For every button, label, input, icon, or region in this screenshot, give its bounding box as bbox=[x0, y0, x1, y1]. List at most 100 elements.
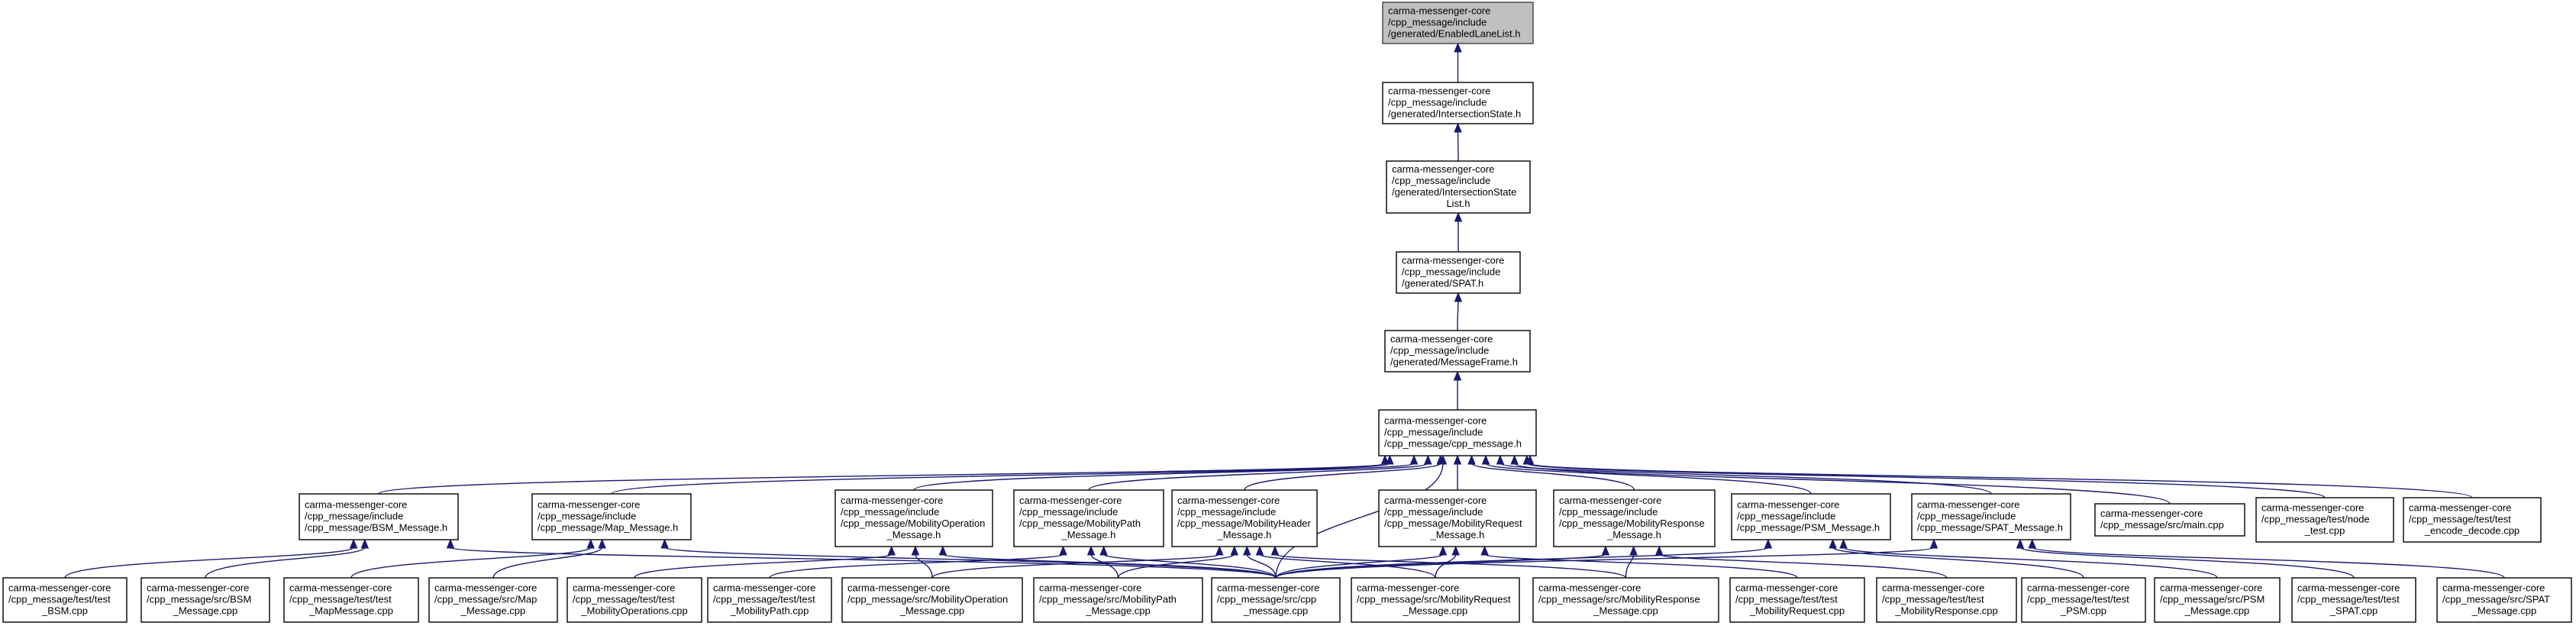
node-label-line: /generated/EnabledLaneList.h bbox=[1388, 28, 1520, 40]
node-cpp-message-h-box[interactable] bbox=[1378, 409, 1537, 456]
node-test-mapmessage-cpp-box[interactable] bbox=[283, 577, 419, 623]
node-label-line: carma-messenger-core bbox=[573, 582, 675, 594]
node-test-mobilityresponse-cpp[interactable]: carma-messenger-core/cpp_message/test/te… bbox=[1876, 577, 2017, 623]
node-src-spat-message-cpp[interactable]: carma-messenger-core/cpp_message/src/SPA… bbox=[2436, 577, 2572, 623]
node-label-line: _Message.cpp bbox=[1593, 605, 1658, 617]
edge-arrowhead bbox=[1481, 454, 1490, 465]
edge-line bbox=[1529, 463, 2473, 498]
node-test-mobilitypath-cpp[interactable]: carma-messenger-core/cpp_message/test/te… bbox=[707, 577, 832, 623]
edge-n_src_bsm-to-n_bsm_h bbox=[205, 538, 370, 579]
node-enabledlanelist-h[interactable]: carma-messenger-core/cpp_message/include… bbox=[1382, 2, 1534, 44]
node-src-cpp-message-cpp[interactable]: carma-messenger-core/cpp_message/src/cpp… bbox=[1211, 577, 1341, 623]
node-spat-message-h[interactable]: carma-messenger-core/cpp_message/include… bbox=[1911, 493, 2071, 540]
node-messageframe-h-box[interactable] bbox=[1384, 330, 1531, 373]
edge-arrowhead bbox=[1438, 545, 1448, 556]
node-spat-h[interactable]: carma-messenger-core/cpp_message/include… bbox=[1396, 251, 1521, 294]
node-src-bsm-message-cpp[interactable]: carma-messenger-core/cpp_message/src/BSM… bbox=[140, 577, 270, 623]
edges-layer bbox=[64, 42, 2505, 579]
node-mobilityheader-message-h-box[interactable] bbox=[1171, 489, 1318, 547]
node-test-mobilityrequest-cpp[interactable]: carma-messenger-core/cpp_message/test/te… bbox=[1729, 577, 1865, 623]
node-test-spat-cpp[interactable]: carma-messenger-core/cpp_message/test/te… bbox=[2291, 577, 2416, 623]
node-src-mobilitypath-message-cpp-box[interactable] bbox=[1033, 577, 1203, 623]
node-test-mobilitypath-cpp-box[interactable] bbox=[707, 577, 832, 623]
node-mobilityoperation-message-h-box[interactable] bbox=[834, 489, 993, 547]
node-intersectionstate-h-box[interactable] bbox=[1382, 82, 1534, 124]
node-test-mobilityoperations-cpp-box[interactable] bbox=[567, 577, 702, 623]
node-psm-message-h-box[interactable] bbox=[1731, 493, 1891, 540]
edge-line bbox=[1513, 463, 2171, 505]
node-label-line: carma-messenger-core bbox=[1357, 582, 1459, 594]
node-intersectionstatelist-h-box[interactable] bbox=[1386, 160, 1531, 214]
node-test-bsm-cpp-box[interactable] bbox=[2, 577, 128, 623]
node-mobilityrequest-message-h[interactable]: carma-messenger-core/cpp_message/include… bbox=[1378, 489, 1537, 547]
node-src-psm-message-cpp-box[interactable] bbox=[2154, 577, 2281, 623]
node-map-message-h-box[interactable] bbox=[531, 493, 692, 540]
node-node-test-cpp[interactable]: carma-messenger-core/cpp_message/test/no… bbox=[2255, 497, 2394, 543]
edge-line bbox=[1275, 547, 1769, 579]
edge-arrowhead bbox=[446, 538, 455, 549]
node-map-message-h[interactable]: carma-messenger-core/cpp_message/include… bbox=[531, 493, 692, 540]
node-test-psm-cpp[interactable]: carma-messenger-core/cpp_message/test/te… bbox=[2021, 577, 2146, 623]
node-spat-h-box[interactable] bbox=[1396, 251, 1521, 294]
node-src-mobilityrequest-message-cpp[interactable]: carma-messenger-core/cpp_message/src/Mob… bbox=[1351, 577, 1520, 623]
node-test-bsm-cpp[interactable]: carma-messenger-core/cpp_message/test/te… bbox=[2, 577, 128, 623]
node-label-line: /cpp_message/test/node bbox=[2261, 514, 2370, 525]
node-mobilitypath-message-h[interactable]: carma-messenger-core/cpp_message/include… bbox=[1013, 489, 1164, 547]
node-bsm-message-h-box[interactable] bbox=[299, 493, 459, 540]
node-label-line: /cpp_message/src/MobilityOperation bbox=[847, 594, 1008, 605]
node-mobilitypath-message-h-box[interactable] bbox=[1013, 489, 1164, 547]
node-src-mobilityresponse-message-cpp-box[interactable] bbox=[1532, 577, 1719, 623]
node-node-test-cpp-box[interactable] bbox=[2255, 497, 2394, 543]
node-test-encode-decode-cpp[interactable]: carma-messenger-core/cpp_message/test/te… bbox=[2403, 497, 2542, 543]
node-enabledlanelist-h-box[interactable] bbox=[1382, 2, 1534, 44]
node-label-line: /cpp_message/include bbox=[1019, 506, 1118, 518]
node-test-psm-cpp-box[interactable] bbox=[2021, 577, 2146, 623]
edge-n_src_cpp-to-n_spatmsg_h bbox=[1275, 538, 1938, 579]
node-src-spat-message-cpp-box[interactable] bbox=[2436, 577, 2572, 623]
node-mobilityheader-message-h[interactable]: carma-messenger-core/cpp_message/include… bbox=[1171, 489, 1318, 547]
node-test-spat-cpp-box[interactable] bbox=[2291, 577, 2416, 623]
node-cpp-message-h[interactable]: carma-messenger-core/cpp_message/include… bbox=[1378, 409, 1537, 456]
node-mobilityresponse-message-h-box[interactable] bbox=[1553, 489, 1716, 547]
edge-n_src_psm-to-n_psm_h bbox=[1839, 538, 2218, 579]
node-test-mobilityresponse-cpp-box[interactable] bbox=[1876, 577, 2017, 623]
edge-n_src_mobpath-to-n_mobheader_h bbox=[1117, 545, 1239, 579]
node-label-line: carma-messenger-core bbox=[1882, 582, 1984, 594]
node-mobilityrequest-message-h-box[interactable] bbox=[1378, 489, 1537, 547]
node-messageframe-h[interactable]: carma-messenger-core/cpp_message/include… bbox=[1384, 330, 1531, 373]
node-test-mapmessage-cpp[interactable]: carma-messenger-core/cpp_message/test/te… bbox=[283, 577, 419, 623]
node-src-bsm-message-cpp-box[interactable] bbox=[140, 577, 270, 623]
node-mobilityresponse-message-h[interactable]: carma-messenger-core/cpp_message/include… bbox=[1553, 489, 1716, 547]
node-label-line: carma-messenger-core bbox=[289, 582, 392, 594]
node-label-line: /cpp_message/test/test bbox=[2409, 514, 2511, 525]
node-test-mobilityoperations-cpp[interactable]: carma-messenger-core/cpp_message/test/te… bbox=[567, 577, 702, 623]
node-mobilityoperation-message-h[interactable]: carma-messenger-core/cpp_message/include… bbox=[834, 489, 993, 547]
node-test-encode-decode-cpp-box[interactable] bbox=[2403, 497, 2542, 543]
node-src-cpp-message-cpp-box[interactable] bbox=[1211, 577, 1341, 623]
node-label-line: _MobilityResponse.cpp bbox=[1894, 605, 1997, 617]
node-src-mobilityresponse-message-cpp[interactable]: carma-messenger-core/cpp_message/src/Mob… bbox=[1532, 577, 1719, 623]
node-test-mobilityrequest-cpp-box[interactable] bbox=[1729, 577, 1865, 623]
node-label-line: /cpp_message/test/test bbox=[1735, 594, 1838, 605]
node-src-map-message-cpp[interactable]: carma-messenger-core/cpp_message/src/Map… bbox=[428, 577, 558, 623]
node-label-line: carma-messenger-core bbox=[1402, 255, 1504, 266]
node-src-mobilityoperation-message-cpp[interactable]: carma-messenger-core/cpp_message/src/Mob… bbox=[841, 577, 1023, 623]
node-src-mobilitypath-message-cpp[interactable]: carma-messenger-core/cpp_message/src/Mob… bbox=[1033, 577, 1203, 623]
node-bsm-message-h[interactable]: carma-messenger-core/cpp_message/include… bbox=[299, 493, 459, 540]
node-label-line: carma-messenger-core bbox=[847, 582, 950, 594]
edge-arrowhead bbox=[1764, 538, 1773, 549]
node-label-line: /cpp_message/PSM_Message.h bbox=[1737, 522, 1880, 534]
edge-line bbox=[913, 463, 1415, 491]
node-src-psm-message-cpp[interactable]: carma-messenger-core/cpp_message/src/PSM… bbox=[2154, 577, 2281, 623]
node-spat-message-h-box[interactable] bbox=[1911, 493, 2071, 540]
node-main-cpp-box[interactable] bbox=[2094, 503, 2245, 537]
node-intersectionstate-h[interactable]: carma-messenger-core/cpp_message/include… bbox=[1382, 82, 1534, 124]
node-psm-message-h[interactable]: carma-messenger-core/cpp_message/include… bbox=[1731, 493, 1891, 540]
node-main-cpp[interactable]: carma-messenger-core/cpp_message/src/mai… bbox=[2094, 503, 2245, 537]
node-src-mobilityrequest-message-cpp-box[interactable] bbox=[1351, 577, 1520, 623]
node-intersectionstatelist-h[interactable]: carma-messenger-core/cpp_message/include… bbox=[1386, 160, 1531, 214]
edge-arrowhead bbox=[1480, 545, 1489, 556]
node-src-map-message-cpp-box[interactable] bbox=[428, 577, 558, 623]
node-src-mobilityoperation-message-cpp-box[interactable] bbox=[841, 577, 1023, 623]
edge-line bbox=[1470, 463, 1635, 491]
